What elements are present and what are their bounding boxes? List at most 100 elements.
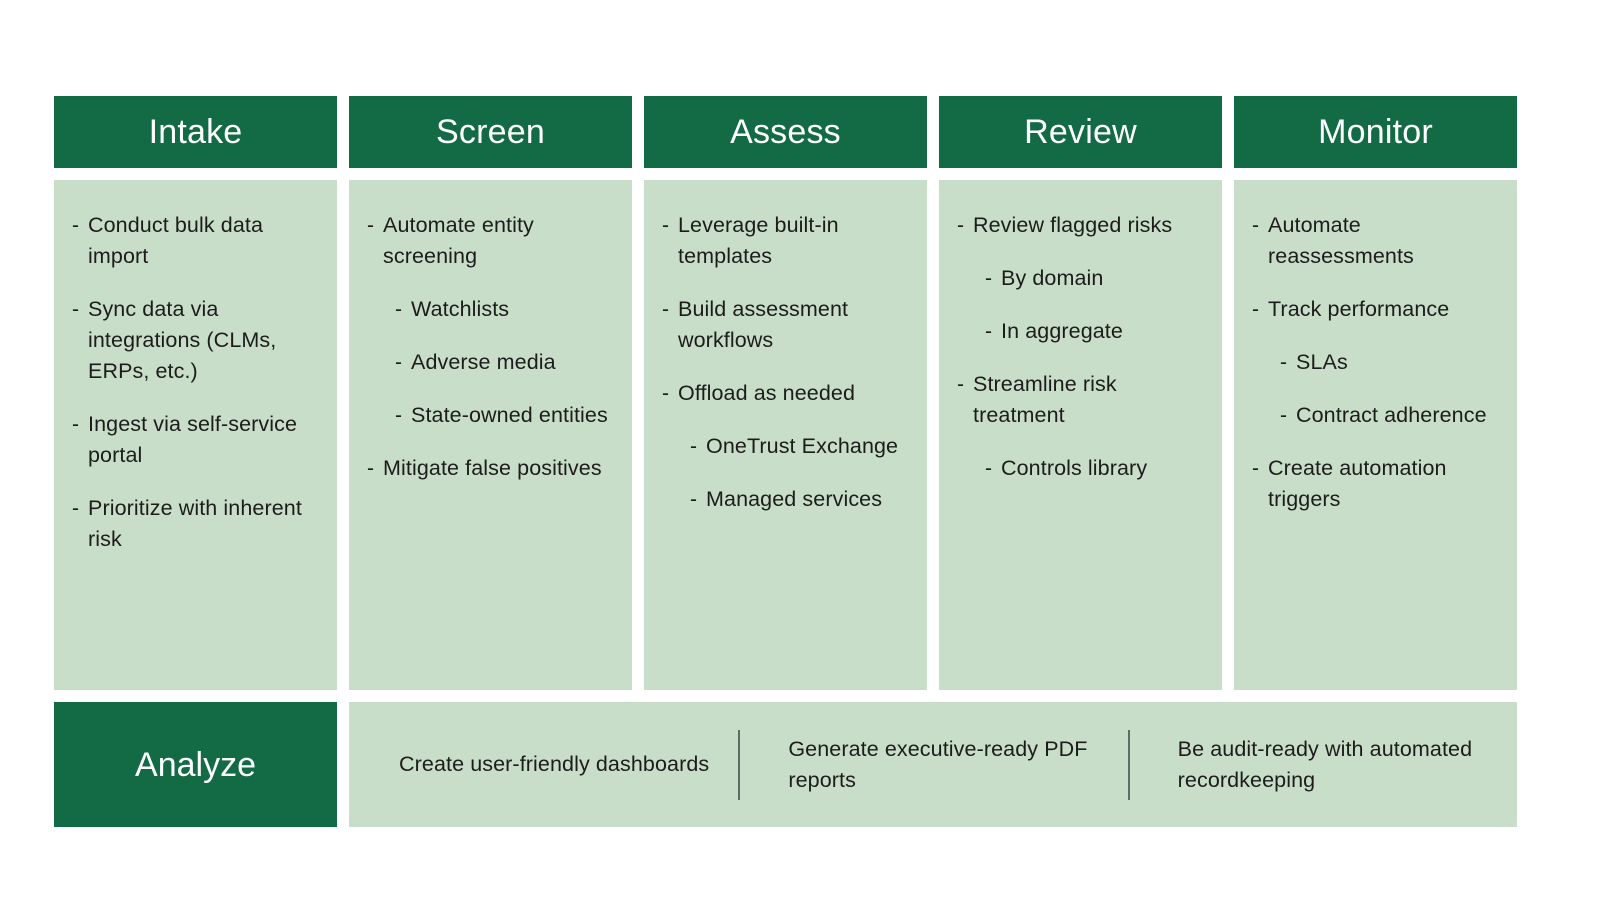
bullet-text: Streamline risk treatment xyxy=(973,372,1117,427)
bullet-dash-icon: - xyxy=(957,373,964,396)
stage-body-assess: -Leverage built-in templates-Build asses… xyxy=(644,180,927,690)
bullet-text: By domain xyxy=(1001,266,1104,290)
bullet-item: -SLAs xyxy=(1280,347,1499,378)
bullet-item: -Build assessment workflows xyxy=(662,294,909,356)
analyze-header: Analyze xyxy=(54,702,337,827)
bullet-item: -Sync data via integrations (CLMs, ERPs,… xyxy=(72,294,319,387)
bullet-dash-icon: - xyxy=(72,214,79,237)
bullet-text: Sync data via integrations (CLMs, ERPs, … xyxy=(88,297,277,383)
bullet-dash-icon: - xyxy=(985,457,992,480)
bullet-list: -Review flagged risks-By domain-In aggre… xyxy=(957,210,1204,484)
bullet-text: Automate reassessments xyxy=(1268,213,1414,268)
stage-header-assess: Assess xyxy=(644,96,927,168)
bullet-dash-icon: - xyxy=(985,320,992,343)
stage-header-label: Monitor xyxy=(1318,113,1433,151)
bullet-text: Watchlists xyxy=(411,297,510,321)
bullet-dash-icon: - xyxy=(1252,457,1259,480)
stage-body-review: -Review flagged risks-By domain-In aggre… xyxy=(939,180,1222,690)
analyze-item: Generate executive-ready PDF reports xyxy=(738,734,1127,796)
bullet-dash-icon: - xyxy=(662,214,669,237)
bullet-list: -Conduct bulk data import-Sync data via … xyxy=(72,210,319,555)
bullet-text: Controls library xyxy=(1001,456,1148,480)
bullet-item: -Managed services xyxy=(690,484,909,515)
bullet-text: Adverse media xyxy=(411,350,556,374)
bullet-dash-icon: - xyxy=(72,298,79,321)
bullet-item: -In aggregate xyxy=(985,316,1204,347)
analyze-item-text: Generate executive-ready PDF reports xyxy=(788,736,1088,792)
analyze-items: Create user-friendly dashboards Generate … xyxy=(349,702,1517,827)
bullet-dash-icon: - xyxy=(957,214,964,237)
bullet-text: Ingest via self-service portal xyxy=(88,412,298,467)
bullet-item: -Track performance xyxy=(1252,294,1499,325)
bullet-text: Mitigate false positives xyxy=(383,456,602,480)
bullet-item: -Conduct bulk data import xyxy=(72,210,319,272)
bullet-dash-icon: - xyxy=(395,351,402,374)
bullet-item: -Controls library xyxy=(985,453,1204,484)
stage-header-monitor: Monitor xyxy=(1234,96,1517,168)
bullet-dash-icon: - xyxy=(690,488,697,511)
bullet-text: SLAs xyxy=(1296,350,1348,374)
stage-column: Review-Review flagged risks-By domain-In… xyxy=(939,96,1222,690)
bullet-item: -Contract adherence xyxy=(1280,400,1499,431)
bullet-text: Review flagged risks xyxy=(973,213,1173,237)
bullet-item: -Mitigate false positives xyxy=(367,453,614,484)
stage-column: Assess-Leverage built-in templates-Build… xyxy=(644,96,927,690)
stage-header-label: Screen xyxy=(436,113,545,151)
stage-column: Screen-Automate entity screening-Watchli… xyxy=(349,96,632,690)
bullet-item: -Offload as needed xyxy=(662,378,909,409)
bullet-dash-icon: - xyxy=(1252,214,1259,237)
bullet-text: Automate entity screening xyxy=(383,213,534,268)
bullet-dash-icon: - xyxy=(72,497,79,520)
bullet-dash-icon: - xyxy=(690,435,697,458)
process-lifecycle-diagram: Intake-Conduct bulk data import-Sync dat… xyxy=(54,96,1517,827)
bullet-dash-icon: - xyxy=(662,298,669,321)
bullet-text: OneTrust Exchange xyxy=(706,434,899,458)
bullet-dash-icon: - xyxy=(367,214,374,237)
stage-column: Monitor-Automate reassessments-Track per… xyxy=(1234,96,1517,690)
bullet-item: -Review flagged risks xyxy=(957,210,1204,241)
bullet-dash-icon: - xyxy=(395,298,402,321)
bullet-item: -OneTrust Exchange xyxy=(690,431,909,462)
stage-body-intake: -Conduct bulk data import-Sync data via … xyxy=(54,180,337,690)
stage-header-review: Review xyxy=(939,96,1222,168)
bullet-item: -Automate reassessments xyxy=(1252,210,1499,272)
analyze-item-text: Create user-friendly dashboards xyxy=(399,752,710,776)
analyze-row: Analyze Create user-friendly dashboards G… xyxy=(54,702,1517,827)
bullet-item: -Prioritize with inherent risk xyxy=(72,493,319,555)
bullet-list: -Leverage built-in templates-Build asses… xyxy=(662,210,909,515)
bullet-item: -Streamline risk treatment xyxy=(957,369,1204,431)
stage-header-screen: Screen xyxy=(349,96,632,168)
bullet-text: Build assessment workflows xyxy=(678,297,849,352)
bullet-item: -Watchlists xyxy=(395,294,614,325)
stage-column: Intake-Conduct bulk data import-Sync dat… xyxy=(54,96,337,690)
bullet-dash-icon: - xyxy=(395,404,402,427)
bullet-text: Contract adherence xyxy=(1296,403,1487,427)
bullet-item: -Ingest via self-service portal xyxy=(72,409,319,471)
bullet-text: Prioritize with inherent risk xyxy=(88,496,302,551)
stage-body-screen: -Automate entity screening-Watchlists-Ad… xyxy=(349,180,632,690)
bullet-dash-icon: - xyxy=(1280,351,1287,374)
stage-columns: Intake-Conduct bulk data import-Sync dat… xyxy=(54,96,1517,690)
bullet-item: -By domain xyxy=(985,263,1204,294)
bullet-text: State-owned entities xyxy=(411,403,608,427)
bullet-item: -Automate entity screening xyxy=(367,210,614,272)
bullet-item: -Adverse media xyxy=(395,347,614,378)
analyze-item: Be audit-ready with automated recordkeep… xyxy=(1128,734,1517,796)
bullet-item: -Leverage built-in templates xyxy=(662,210,909,272)
bullet-list: -Automate reassessments-Track performanc… xyxy=(1252,210,1499,515)
bullet-text: Create automation triggers xyxy=(1268,456,1447,511)
bullet-item: -State-owned entities xyxy=(395,400,614,431)
bullet-text: In aggregate xyxy=(1001,319,1123,343)
bullet-text: Conduct bulk data import xyxy=(88,213,264,268)
bullet-dash-icon: - xyxy=(1252,298,1259,321)
bullet-text: Managed services xyxy=(706,487,883,511)
bullet-text: Offload as needed xyxy=(678,381,856,405)
stage-header-label: Review xyxy=(1024,113,1137,151)
bullet-dash-icon: - xyxy=(367,457,374,480)
analyze-item-text: Be audit-ready with automated recordkeep… xyxy=(1177,736,1473,792)
analyze-item: Create user-friendly dashboards xyxy=(349,749,738,780)
bullet-dash-icon: - xyxy=(662,382,669,405)
bullet-dash-icon: - xyxy=(1280,404,1287,427)
stage-header-label: Intake xyxy=(148,113,243,151)
bullet-text: Track performance xyxy=(1268,297,1450,321)
